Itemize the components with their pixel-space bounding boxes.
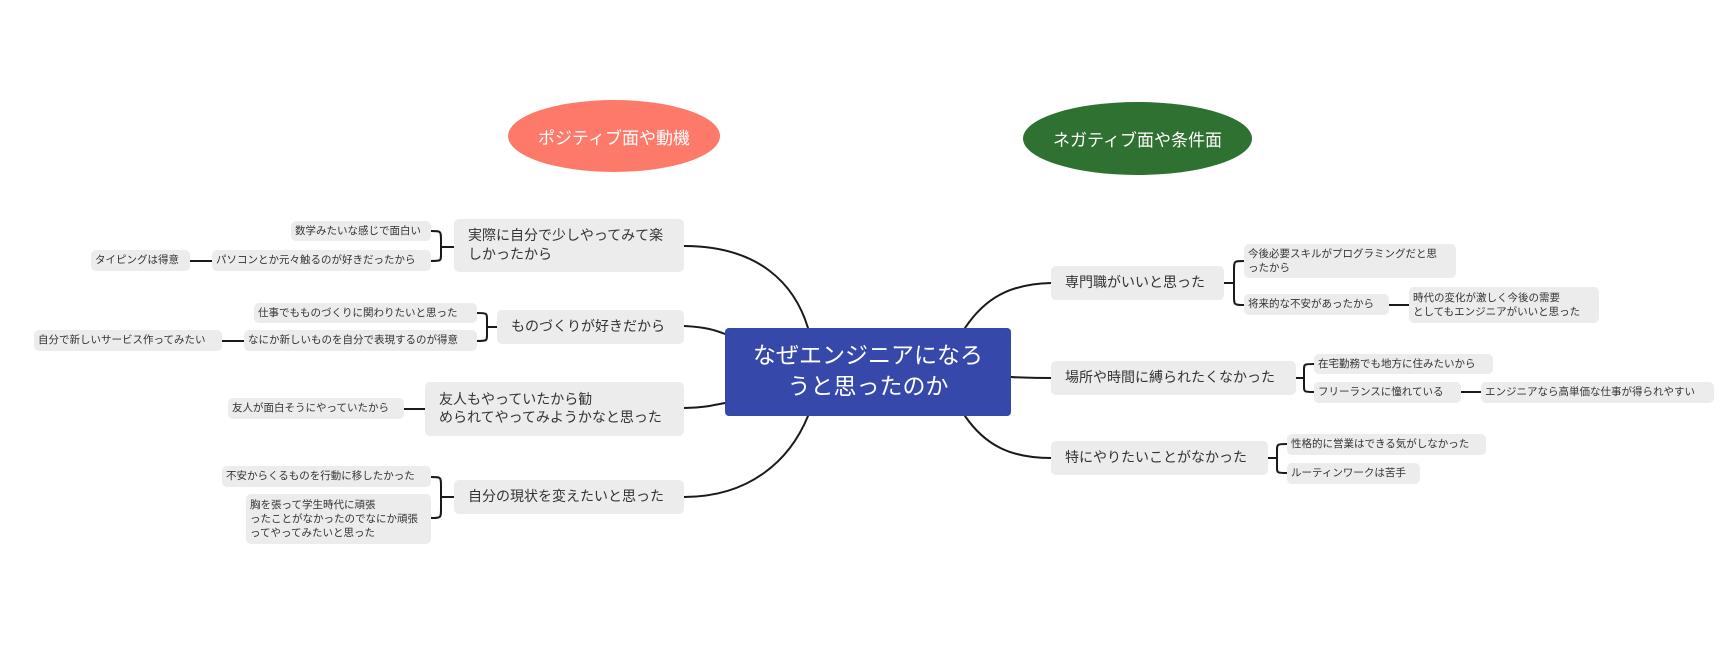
sub-node-left-4-2[interactable]: 胸を張って学生時代に頑張 ったことがなかったのでなにか頑張 ってやってみたいと思… bbox=[246, 494, 431, 544]
sub-node-left-1-2[interactable]: パソコンとか元々触るのが好きだったから bbox=[212, 250, 431, 271]
connector-root-r2 bbox=[1010, 376, 1052, 379]
category-negative: ネガティブ面や条件面 bbox=[1023, 102, 1252, 175]
bracket-r3 bbox=[1267, 443, 1288, 474]
connector-root-r3 bbox=[964, 415, 1052, 459]
bracket-r1 bbox=[1223, 260, 1245, 306]
leaf-node-right-2-2[interactable]: エンジニアなら高単価な仕事が得られやすい bbox=[1481, 382, 1714, 403]
connector-root-l1 bbox=[683, 245, 809, 329]
bracket-l4 bbox=[430, 476, 455, 519]
main-node-left-3[interactable]: 友人もやっていたから勧 められてやってみようかなと思った bbox=[425, 382, 684, 436]
sub-node-right-3-1[interactable]: 性格的に営業はできる気がしなかった bbox=[1287, 434, 1486, 455]
main-node-right-1[interactable]: 専門職がいいと思った bbox=[1051, 266, 1224, 300]
connector-root-l3 bbox=[683, 402, 726, 409]
main-node-left-2[interactable]: ものづくりが好きだから bbox=[497, 310, 684, 344]
main-node-right-3[interactable]: 特にやりたいことがなかった bbox=[1051, 441, 1268, 475]
connector-root-l4 bbox=[683, 415, 809, 498]
sub-node-left-1-1[interactable]: 数学みたいな感じで面白い bbox=[291, 221, 431, 241]
sub-node-right-2-1[interactable]: 在宅勤務でも地方に住みたいから bbox=[1314, 354, 1493, 374]
leaf-node-right-1-2[interactable]: 時代の変化が激しく今後の需要 としてもエンジニアがいいと思った bbox=[1409, 287, 1599, 323]
main-node-left-1[interactable]: 実際に自分で少しやってみて楽 しかったから bbox=[454, 219, 684, 272]
bracket-l1 bbox=[430, 230, 455, 262]
category-positive: ポジティブ面や動機 bbox=[508, 100, 720, 172]
sub-node-left-3-1[interactable]: 友人が面白そうにやっていたから bbox=[228, 398, 404, 419]
main-node-left-4[interactable]: 自分の現状を変えたいと思った bbox=[454, 480, 684, 514]
sub-node-left-2-1[interactable]: 仕事でもものづくりに関わりたいと思った bbox=[254, 303, 477, 323]
sub-node-right-1-2[interactable]: 将来的な不安があったから bbox=[1244, 294, 1389, 315]
sub-node-right-2-2[interactable]: フリーランスに憧れている bbox=[1314, 382, 1461, 403]
sub-node-right-3-2[interactable]: ルーティンワークは苦手 bbox=[1287, 463, 1420, 484]
leaf-node-left-1-2[interactable]: タイピングは得意 bbox=[91, 250, 190, 271]
connector-root-r1 bbox=[964, 282, 1052, 329]
root-node[interactable]: なぜエンジニアになろ うと思ったのか bbox=[725, 328, 1011, 416]
leaf-node-left-2-2[interactable]: 自分で新しいサービス作ってみたい bbox=[34, 330, 222, 351]
bracket-l2 bbox=[476, 312, 498, 342]
bracket-r2 bbox=[1295, 363, 1315, 393]
connector-root-l2 bbox=[683, 325, 726, 335]
main-node-right-2[interactable]: 場所や時間に縛られたくなかった bbox=[1051, 361, 1296, 395]
sub-node-right-1-1[interactable]: 今後必要スキルがプログラミングだと思 ったから bbox=[1244, 244, 1456, 278]
sub-node-left-4-1[interactable]: 不安からくるものを行動に移したかった bbox=[222, 466, 431, 487]
sub-node-left-2-2[interactable]: なにか新しいものを自分で表現するのが得意 bbox=[244, 330, 477, 351]
